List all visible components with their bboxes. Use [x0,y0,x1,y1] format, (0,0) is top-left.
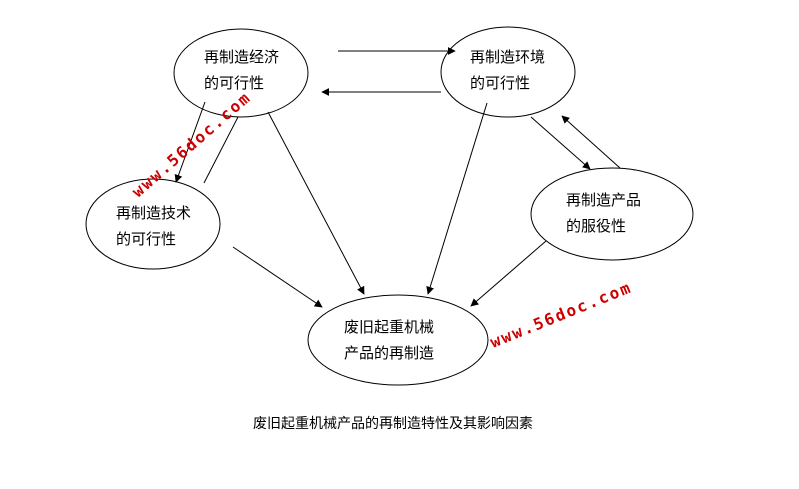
node-technical-ellipse [85,178,221,270]
node-central-line2: 产品的再制造 [344,344,434,362]
node-central-ellipse [307,294,489,386]
node-environment-line1: 再制造环境 [470,48,545,66]
line-technical-to-economic [203,116,239,184]
node-product-service-line1: 再制造产品 [566,191,641,209]
node-central-line1: 废旧起重机械 [344,318,434,336]
node-economic-ellipse [173,28,309,118]
node-technical-line1: 再制造技术 [116,204,191,222]
node-economic-line2: 的可行性 [204,74,264,92]
arrow-product-to-environment [561,115,621,169]
arrow-technical-to-central [232,246,323,308]
node-economic-line1: 再制造经济 [204,48,279,66]
arrow-economic-to-central [267,111,365,295]
node-product-service-line2: 的服役性 [566,217,626,235]
watermark-left: www.56doc.com [128,87,255,201]
arrow-product-to-central [470,240,547,307]
arrow-economic-to-technical [174,101,206,183]
node-product-service-ellipse [530,167,694,261]
arrow-environment-to-product [530,116,591,170]
node-environment-ellipse [440,26,576,118]
node-technical-line2: 的可行性 [116,230,176,248]
watermark-right: www.56doc.com [487,277,634,351]
node-environment-line2: 的可行性 [470,74,530,92]
figure-caption: 废旧起重机械产品的再制造特性及其影响因素 [253,416,533,432]
arrow-environment-to-central [426,102,488,295]
